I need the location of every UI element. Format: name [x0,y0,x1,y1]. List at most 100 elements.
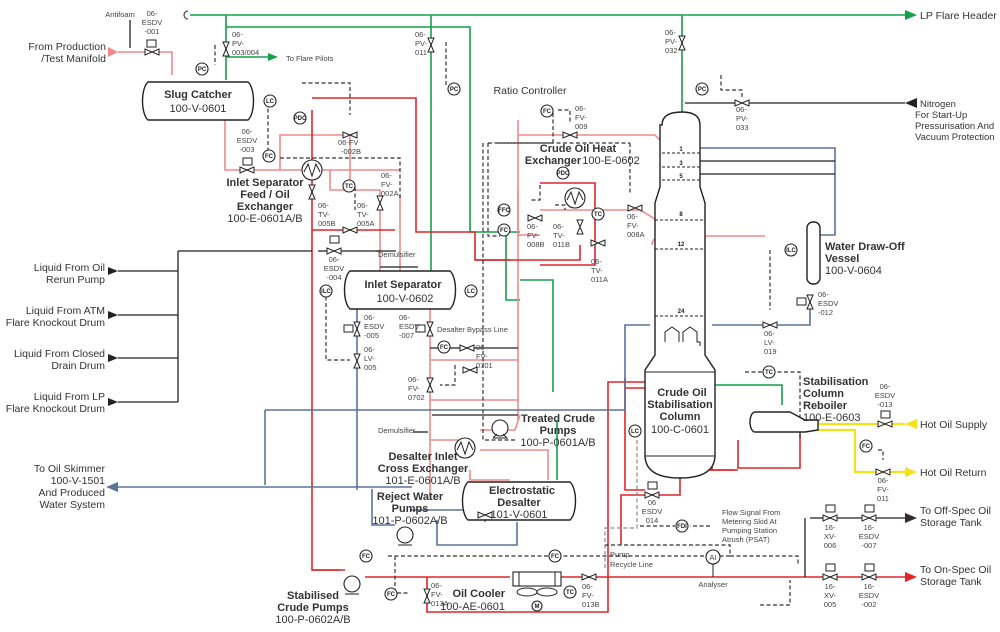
valve-fv-013b[interactable] [581,573,597,581]
valve-esdv-005[interactable] [343,321,361,337]
tc-inlet[interactable]: TC [342,179,356,193]
valve-fv-013a[interactable] [423,588,431,604]
treated-crude-pump[interactable] [491,419,509,439]
oil-cooler[interactable]: M Oil Cooler 100-AE-0601 [440,571,562,613]
tag-text: 005A [357,219,375,228]
crude-heat-exchanger[interactable] [564,187,586,209]
tag-text: FV- [582,591,594,600]
tag-text: 06- [364,345,375,354]
fdi[interactable]: FDI [675,519,689,533]
valve-esdv-014[interactable] [644,481,660,499]
stabilisation-column[interactable]: 1 3 5 8 12 24 Crude Oil Stabilisation Co… [644,111,716,479]
on-spec-2: Storage Tank [920,576,982,588]
valve-fv-0702[interactable] [426,377,434,393]
pc-column[interactable]: PC [695,82,709,96]
valve-fv-0701[interactable] [462,366,478,374]
ffc[interactable]: FFC [497,203,511,217]
stabilised-crude-pump[interactable] [343,575,361,595]
tc-cooler[interactable]: TC [563,585,577,599]
desalter-tag: 101-V-0601 [491,509,548,521]
tag-text: TV- [591,266,603,275]
valve-pv-011[interactable] [427,37,435,53]
valve-esdv-003[interactable] [239,157,255,174]
fc-ratio[interactable]: FC [540,104,554,118]
valve-fv-009[interactable] [562,131,578,139]
inlet-feed-exchanger[interactable] [301,159,323,181]
tag-text: -002B [341,147,361,156]
ilc-separator[interactable]: ILC [319,284,333,298]
desalter-exch-tag: 101-E-0601A/B [385,475,460,487]
desalter-cross-exchanger[interactable] [454,437,476,459]
pc-slug[interactable]: PC [195,62,209,76]
lc-separator[interactable]: LC [464,284,478,298]
valve-esdv-001[interactable] [144,39,160,56]
valve-tv-011b[interactable] [576,219,584,235]
valve-esdv-007[interactable] [415,321,434,337]
fc-feed[interactable]: FC [497,223,511,237]
fc-pump[interactable]: FC [359,549,373,563]
valve-esdv-012[interactable] [796,294,814,310]
valve-pv-032[interactable] [678,35,686,51]
inlet-separator-tag: 100-V-0602 [377,293,434,305]
tag-text: 002A [381,189,399,198]
valve-fv-002b[interactable] [342,131,358,139]
column-name-1: Crude Oil [657,387,707,399]
lc-column[interactable]: LC [628,424,642,438]
valve-lv-005[interactable] [353,353,361,369]
reject-water-pump[interactable] [396,526,414,546]
pdc-inlet[interactable]: PDC [293,111,307,125]
valve-tv-011a[interactable] [590,239,606,247]
slug-catcher[interactable]: Slug Catcher 100-V-0601 [141,81,255,121]
valve-fv-002a[interactable] [376,195,384,211]
valve-pv-003[interactable] [222,41,230,57]
valve-xv-006[interactable] [822,504,838,522]
analyser[interactable]: AI Analyser [698,549,728,589]
tag-tv-011a: 06-TV-011A [591,257,608,284]
fc-hotoil[interactable]: FC [859,439,873,453]
analyser-label: Analyser [698,580,728,589]
pdc-label: PDC [294,116,307,122]
valve-fv-008b[interactable] [527,214,543,222]
valve-tv-005b[interactable] [308,184,316,200]
tag-fv-008b: 06-FV-008B [527,222,545,249]
valve-pv-033[interactable] [734,99,750,107]
valve-lv-019[interactable] [762,321,778,329]
tag-text: 16- [864,582,875,591]
inlet-exch-1: Inlet Separator [226,177,304,189]
ilc-drawoff[interactable]: ILC [784,243,798,257]
valve-esdv-013[interactable] [877,410,893,428]
fc-slug[interactable]: FC [262,149,276,163]
slug-catcher-name: Slug Catcher [164,89,233,101]
valve-fv-011[interactable] [875,468,891,476]
valve-esdv-002[interactable] [861,563,877,581]
tc-reboiler[interactable]: TC [762,365,776,379]
tag-text: FV- [877,485,889,494]
lc-slug[interactable]: LC [263,94,277,108]
tag-text: PV- [665,37,678,46]
electrostatic-desalter[interactable]: Electrostatic Desalter 101-V-0601 [461,481,577,521]
valve-crude-recycle[interactable] [477,511,493,519]
reboiler[interactable]: Stabilisation Column Reboiler 100-E-0603 [749,376,869,433]
tc-crude[interactable]: TC [591,207,605,221]
tag-text: LV- [764,338,775,347]
tag-xv-006: 16-XV-006 [824,523,837,550]
fc-recycle[interactable]: FC [548,549,562,563]
valve-tv-005a[interactable] [342,226,358,234]
fc-bypass[interactable]: FC [437,340,451,354]
water-drawoff-vessel[interactable]: Water Draw-Off Vessel 100-V-0604 [806,221,905,285]
valve-fv-008a[interactable] [627,204,643,212]
valve-xv-005[interactable] [822,563,838,581]
valve-bypass[interactable] [459,344,475,352]
valve-esdv-007b[interactable] [861,504,877,522]
tag-text: 06 [648,498,656,507]
tag-text: PV- [232,39,245,48]
fc-label: FC [440,345,449,351]
pdc-crude[interactable]: PDC [556,166,570,180]
inlet-separator[interactable]: Inlet Separator 100-V-0602 [343,270,457,310]
pc-flare[interactable]: PC [447,82,461,96]
fc-013a[interactable]: FC [384,587,398,601]
valve-esdv-004[interactable] [326,235,342,255]
valve-tags: 06-ESDV-001 06-PV-003/004 06-PV-011 06-P… [142,9,895,609]
reject-pumps-2: Pumps [392,503,429,515]
